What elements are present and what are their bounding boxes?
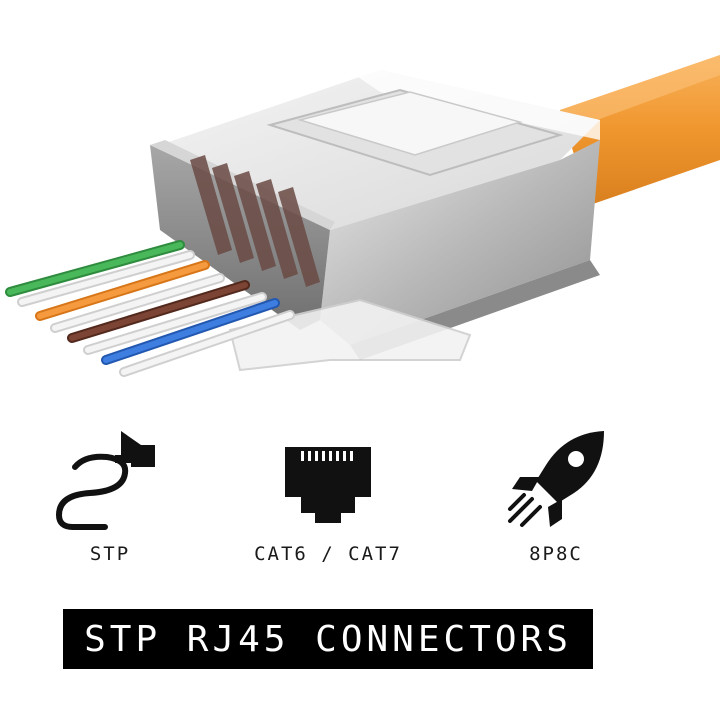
feature-label-8p8c: 8P8C xyxy=(529,543,583,565)
feature-label-stp: STP xyxy=(89,543,131,565)
rj45-connector-image xyxy=(5,55,720,377)
feature-cat6-cat7: CAT6 / CAT7 xyxy=(228,425,428,575)
feature-label-cat6-cat7: CAT6 / CAT7 xyxy=(254,543,402,565)
cable-jacket xyxy=(560,55,720,205)
title-banner: STP RJ45 CONNECTORS xyxy=(63,609,593,669)
feature-stp: STP xyxy=(10,425,210,575)
feature-8p8c: 8P8C xyxy=(456,425,656,575)
connector-body xyxy=(150,70,600,372)
rocket-icon xyxy=(508,431,604,527)
wires xyxy=(5,240,295,377)
stp-cable-icon xyxy=(55,431,155,530)
rj45-port-icon xyxy=(285,447,371,523)
banner-title: STP RJ45 CONNECTORS xyxy=(84,618,572,660)
